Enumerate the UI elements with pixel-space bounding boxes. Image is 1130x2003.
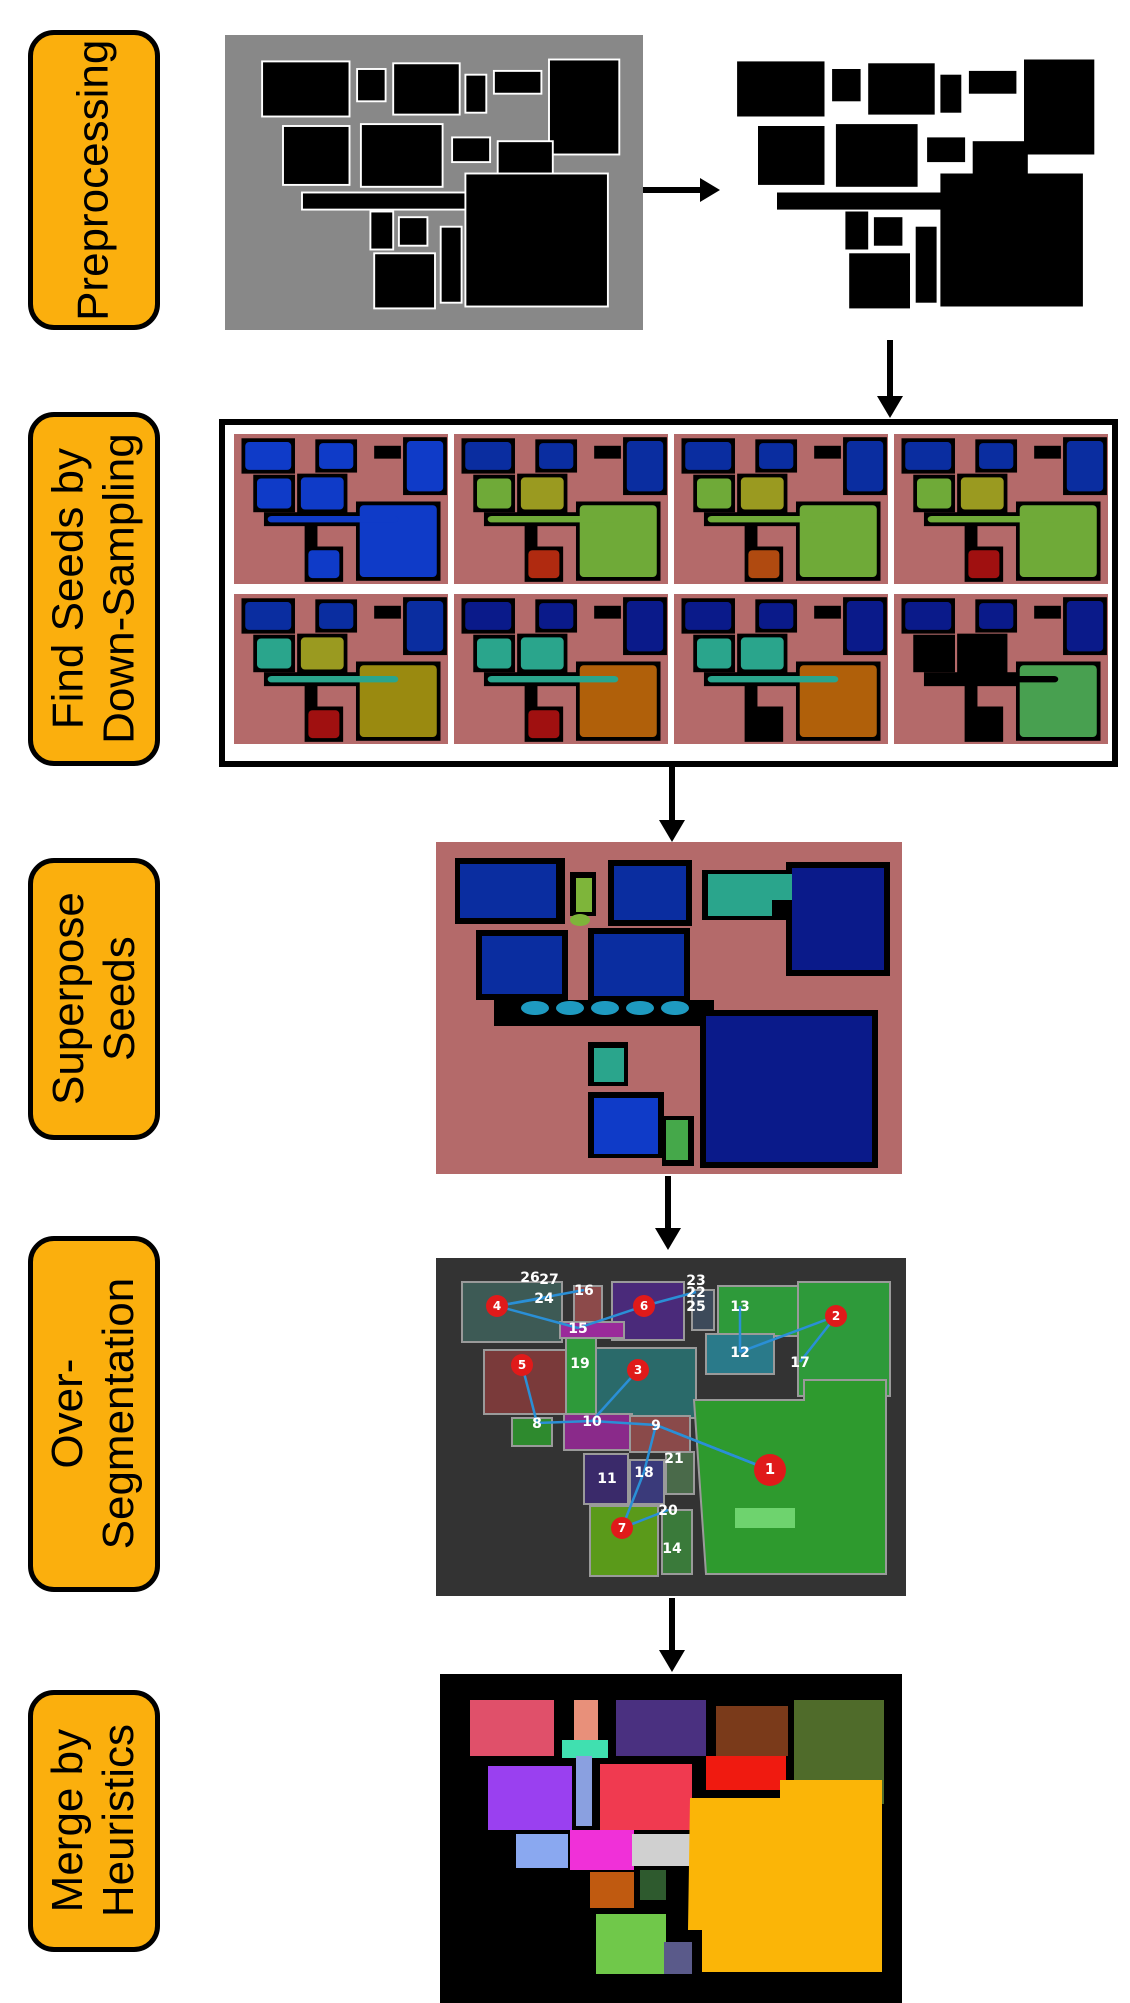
seed-tile xyxy=(674,434,888,584)
graph-node-label: 9 xyxy=(651,1418,661,1434)
graph-node-label: 18 xyxy=(634,1465,653,1481)
graph-node-label: 26 xyxy=(520,1270,539,1286)
graph-node-label: 24 xyxy=(534,1291,554,1307)
graph-node-label: 4 xyxy=(493,1299,501,1313)
graph-node-label: 12 xyxy=(730,1345,749,1361)
graph-edge xyxy=(591,1369,639,1422)
preprocessing-clean-map xyxy=(737,60,1094,309)
graph-node-label: 14 xyxy=(662,1541,682,1557)
graph-edge xyxy=(496,1304,579,1330)
graph-edge xyxy=(642,1424,658,1473)
graph-node-label: 22 xyxy=(686,1285,705,1301)
graph-node-red xyxy=(825,1305,847,1327)
arrow-right xyxy=(643,178,720,202)
graph-node-label: 27 xyxy=(539,1272,558,1288)
arrow-down xyxy=(877,340,903,418)
graph-node-label: 23 xyxy=(686,1273,705,1289)
graph-node-red xyxy=(754,1454,786,1486)
arrow-down xyxy=(659,766,685,842)
stage-label-preprocessing: Preprocessing xyxy=(28,30,160,330)
stage-label-merge: Merge by Heuristics xyxy=(28,1690,160,1952)
graph-node-label: 10 xyxy=(582,1414,602,1430)
graph-edge xyxy=(591,1419,657,1427)
graph-node-label: 13 xyxy=(730,1299,749,1315)
graph-node-label: 8 xyxy=(532,1416,542,1432)
seed-tile xyxy=(674,594,888,744)
graph-node-label: 20 xyxy=(658,1503,678,1519)
seed-tile xyxy=(894,594,1108,744)
graph-node-label: 25 xyxy=(686,1299,705,1315)
graph-node-label: 3 xyxy=(634,1363,642,1377)
arrow-down xyxy=(659,1598,685,1672)
merged-map xyxy=(440,1674,902,2003)
graph-node-red xyxy=(486,1295,508,1317)
graph-node-label: 1 xyxy=(765,1460,775,1478)
seed-tile xyxy=(454,434,668,584)
graph-node-red xyxy=(627,1359,649,1381)
seed-tile xyxy=(454,594,668,744)
graph-node-red xyxy=(611,1517,633,1539)
preprocessing-raw-map xyxy=(225,35,643,330)
graph-node-red xyxy=(511,1354,533,1376)
graph-node-label: 5 xyxy=(518,1358,526,1372)
seed-grid xyxy=(219,419,1118,767)
graph-node-label: 6 xyxy=(640,1299,648,1313)
stage-label-find-seeds: Find Seeds by Down-Sampling xyxy=(28,412,160,766)
graph-node-label: 17 xyxy=(790,1355,809,1371)
seed-tile xyxy=(234,594,448,744)
stage-label-superpose: Superpose Seeds xyxy=(28,858,160,1140)
graph-node-label: 16 xyxy=(574,1283,593,1299)
superposed-seed-map xyxy=(436,842,902,1174)
graph-node-label: 7 xyxy=(618,1521,626,1535)
arrow-down xyxy=(655,1176,681,1250)
graph-edge xyxy=(577,1304,645,1330)
graph-node-red xyxy=(633,1295,655,1317)
graph-node-label: 21 xyxy=(664,1451,683,1467)
graph-node-label: 19 xyxy=(570,1356,589,1372)
graph-node-label: 15 xyxy=(568,1321,587,1337)
seed-tile xyxy=(894,434,1108,584)
graph-edge xyxy=(536,1419,593,1425)
stage-label-over-segmentation: Over- Segmentation xyxy=(28,1236,160,1592)
seed-tile xyxy=(234,434,448,584)
graph-node-label: 2 xyxy=(832,1309,840,1323)
graph-edge xyxy=(739,1314,837,1354)
graph-node-label: 11 xyxy=(597,1471,616,1487)
graph-edge xyxy=(655,1423,771,1472)
